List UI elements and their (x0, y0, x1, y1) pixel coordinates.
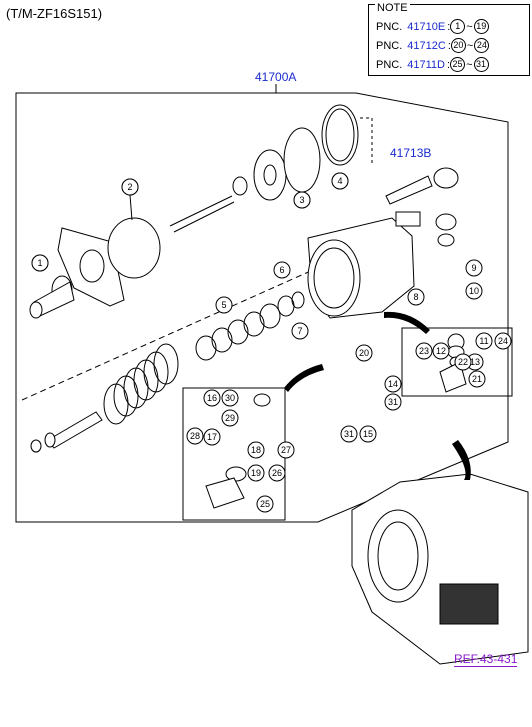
note-prefix: PNC. (376, 39, 403, 52)
callout-20: 20 (359, 348, 369, 358)
note-row-1: PNC. 41710E : 1 ~ 19 (376, 19, 489, 34)
callout-26: 26 (272, 468, 282, 478)
callout-8: 8 (413, 292, 418, 302)
callout-18: 18 (251, 445, 261, 455)
callout-14: 14 (388, 379, 398, 389)
part-gasket (57, 178, 161, 307)
callout-3: 3 (299, 195, 304, 205)
callout-29: 29 (225, 413, 235, 423)
note-range-to: 24 (474, 38, 490, 53)
callout-15: 15 (363, 429, 373, 439)
callout-25: 25 (260, 499, 270, 509)
part-spring (103, 343, 179, 425)
callout-16: 16 (207, 393, 217, 403)
callout-5: 5 (221, 300, 226, 310)
callout-30: 30 (225, 393, 235, 403)
callout-1: 1 (37, 258, 42, 268)
callout-21: 21 (472, 374, 482, 384)
callout-27: 27 (281, 445, 291, 455)
callout-17: 17 (207, 432, 217, 442)
callout-11: 11 (479, 336, 488, 346)
part-rod (30, 411, 103, 453)
note-tilde: ~ (466, 20, 473, 33)
callout-10: 10 (469, 286, 479, 296)
callout-7: 7 (297, 326, 302, 336)
note-title: NOTE (375, 2, 410, 14)
callout-22: 22 (458, 357, 468, 367)
callout-9: 9 (471, 263, 476, 273)
note-range-from: 1 (450, 19, 466, 34)
part-piston-shaft (169, 176, 248, 233)
callout-4: 4 (337, 176, 342, 186)
note-prefix: PNC. (376, 20, 403, 33)
note-range-from: 25 (450, 57, 466, 72)
note-sep: : (447, 39, 451, 52)
ref-link[interactable]: REF.43-431 (454, 652, 518, 667)
note-pnc-code: 41712C (407, 39, 446, 52)
callout-circles (31, 172, 512, 513)
part-housing (307, 211, 421, 319)
flow-arrows (284, 311, 471, 480)
note-range-from: 20 (450, 38, 466, 53)
part-valve-cluster (385, 167, 459, 247)
note-sep: : (447, 58, 451, 71)
callout-6: 6 (279, 265, 284, 275)
note-pnc-code: 41711D (407, 58, 445, 71)
model-code: (T/M-ZF16S151) (6, 6, 103, 21)
subassembly-label[interactable]: 41713B (390, 146, 432, 160)
part-ring-set (195, 291, 305, 361)
assembly-axis (21, 239, 381, 401)
note-tilde: ~ (466, 58, 473, 71)
subpanel-valve-kit (401, 327, 513, 397)
note-range-to: 31 (473, 57, 489, 72)
callout-31b: 31 (344, 429, 354, 439)
callout-2: 2 (127, 182, 132, 192)
note-row-3: PNC. 41711D : 25 ~ 31 (376, 57, 489, 72)
note-sep: : (447, 20, 451, 33)
assembly-label[interactable]: 41700A (255, 70, 297, 84)
callout-numbers: 1 2 3 4 5 6 7 8 9 10 11 12 13 14 15 16 1… (37, 176, 508, 509)
note-box (368, 4, 530, 76)
part-seal-kit (205, 393, 271, 509)
note-pnc-code: 41710E (407, 20, 446, 33)
callout-12: 12 (436, 346, 446, 356)
part-transmission-case (351, 473, 529, 665)
callout-31a: 31 (388, 397, 398, 407)
part-input-sleeve (29, 254, 75, 319)
note-prefix: PNC. (376, 58, 403, 71)
callout-13: 13 (470, 357, 480, 367)
note-range-to: 19 (473, 19, 489, 34)
callout-23: 23 (419, 346, 429, 356)
assembly-frame (15, 92, 509, 523)
callout-24: 24 (498, 336, 508, 346)
callout-19: 19 (251, 468, 261, 478)
note-tilde: ~ (466, 39, 474, 52)
note-row-2: PNC. 41712C : 20 ~ 24 (376, 38, 490, 53)
callout-28: 28 (190, 431, 200, 441)
